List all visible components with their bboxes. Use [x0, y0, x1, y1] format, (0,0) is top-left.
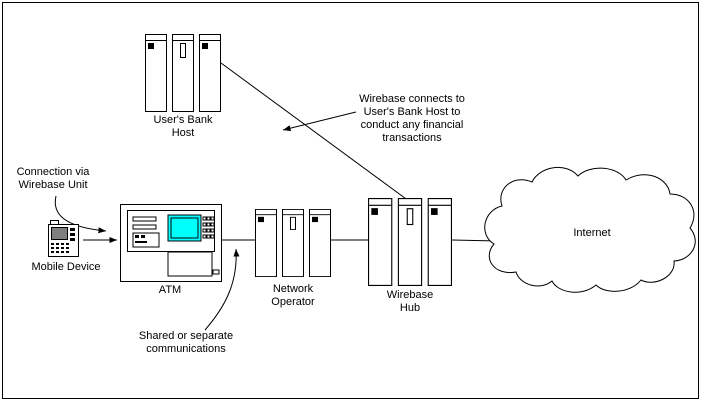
- annotation-shared-communications: Shared or separate communications: [138, 330, 234, 355]
- network-operator-label: Network Operator: [271, 283, 315, 308]
- atm-card-slot: [132, 216, 157, 222]
- atm-label: ATM: [158, 284, 182, 296]
- atm-screen: [167, 214, 202, 242]
- bank-host-icon: [145, 34, 221, 112]
- atm-icon: [120, 204, 222, 282]
- annotation-wirebase-connects: Wirebase connects to User's Bank Host to…: [359, 93, 465, 144]
- mobile-device-icon: [48, 220, 79, 257]
- leader-wirebase-connects: [282, 111, 357, 132]
- leader-shared-communications: [204, 248, 240, 331]
- wirebase-hub-label: Wirebase Hub: [386, 289, 434, 314]
- wirebase-hub-icon: [368, 198, 452, 286]
- bank-host-label: User's Bank Host: [153, 114, 213, 139]
- connector-bankhost-wirebasehub: [220, 62, 414, 205]
- atm-dispenser: [167, 251, 213, 277]
- atm-keypad: [202, 216, 215, 239]
- mobile-keypad: [51, 243, 69, 253]
- annotation-connection-via: Connection via Wirebase Unit: [16, 166, 90, 191]
- mobile-device-label: Mobile Device: [31, 261, 101, 273]
- internet-cloud: [484, 167, 696, 293]
- leader-connection-via: [54, 195, 107, 234]
- internet-label: Internet: [573, 227, 611, 239]
- mobile-screen: [51, 227, 68, 240]
- network-operator-icon: [255, 209, 331, 277]
